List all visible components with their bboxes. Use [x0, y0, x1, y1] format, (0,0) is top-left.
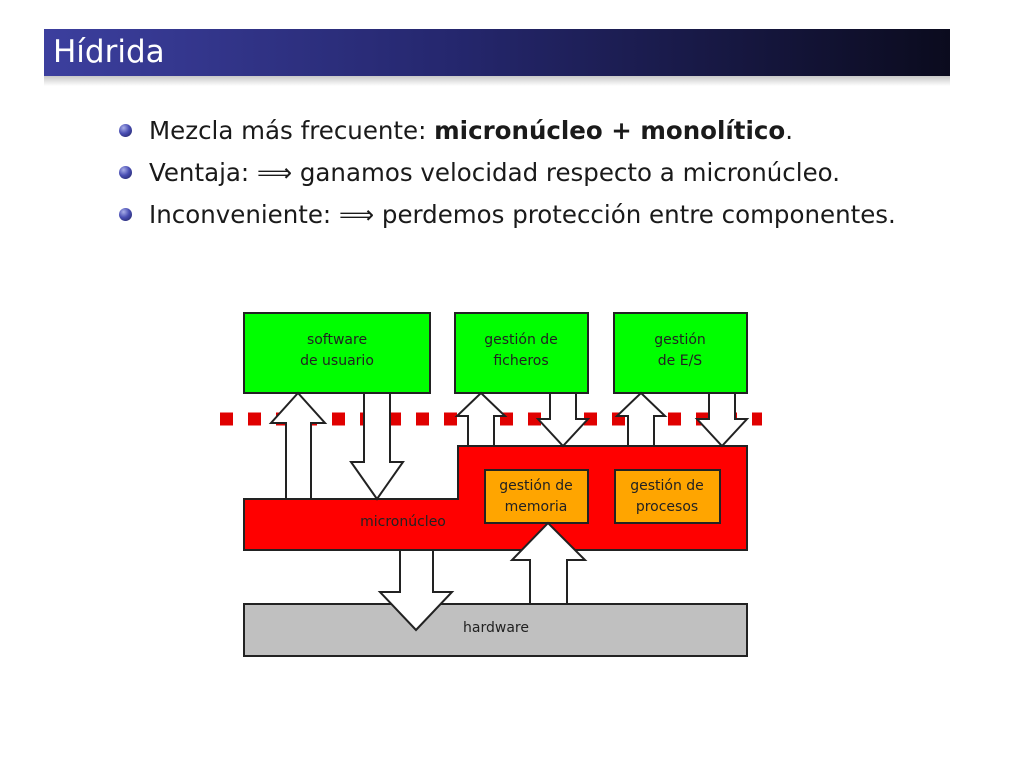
- gestion-memoria-label-2: memoria: [505, 499, 568, 515]
- gestion-ficheros-box: [454, 312, 589, 394]
- arrow-down-icon: [349, 392, 405, 501]
- bullet-list: Mezcla más frecuente: micronúcleo + mono…: [119, 110, 896, 236]
- bullet-text: Inconveniente:: [149, 200, 339, 229]
- arrow-up-icon: [614, 391, 668, 447]
- software-usuario-box: [243, 312, 431, 394]
- gestion-es-label-1: gestión: [654, 332, 706, 348]
- gestion-memoria-box: [484, 469, 589, 524]
- arrows-group: [268, 391, 750, 632]
- arrow-up-icon: [268, 391, 328, 500]
- bullet-item-inconveniente: Inconveniente: ⟹ perdemos protección ent…: [119, 194, 896, 236]
- bullet-text: perdemos protección entre componentes.: [374, 200, 896, 229]
- bullet-dot-icon: [119, 166, 132, 179]
- bullet-bold-text: micronúcleo + monolítico: [434, 116, 786, 145]
- gestion-procesos-box: [614, 469, 721, 524]
- bullet-text: .: [785, 116, 794, 145]
- bullet-text: ganamos velocidad respecto a micronúcleo…: [292, 158, 841, 187]
- software-usuario-label-2: de usuario: [300, 353, 374, 369]
- bullet-dot-icon: [119, 124, 132, 137]
- implies-arrow-icon: ⟹: [256, 158, 293, 187]
- title-shadow: [44, 76, 950, 86]
- software-usuario-label-1: software: [307, 332, 367, 348]
- arrow-up-icon: [509, 521, 588, 605]
- gestion-memoria-label-1: gestión de: [499, 478, 573, 494]
- title-bar: Hídrida: [44, 29, 950, 76]
- bullet-text: Mezcla más frecuente:: [149, 116, 435, 145]
- gestion-procesos-label-1: gestión de: [630, 478, 704, 494]
- arrow-down-icon: [694, 392, 750, 448]
- bullet-dot-icon: [119, 208, 132, 221]
- gestion-procesos-label-2: procesos: [636, 499, 698, 515]
- bullet-item-ventaja: Ventaja: ⟹ ganamos velocidad respecto a …: [119, 152, 896, 194]
- implies-arrow-icon: ⟹: [338, 200, 375, 229]
- hardware-box: [243, 603, 748, 657]
- gestion-es-label-2: de E/S: [658, 353, 703, 369]
- slide-title: Hídrida: [53, 34, 165, 70]
- hardware-label: hardware: [463, 620, 529, 636]
- bullet-text: Ventaja:: [149, 158, 257, 187]
- bullet-item-mezcla: Mezcla más frecuente: micronúcleo + mono…: [119, 110, 896, 152]
- micronucleo-label: micronúcleo: [360, 514, 446, 530]
- gestion-es-box: [613, 312, 748, 394]
- arrow-down-icon: [535, 392, 591, 448]
- gestion-ficheros-label-1: gestión de: [484, 332, 558, 348]
- arrow-up-icon: [454, 391, 508, 447]
- arrow-down-icon: [377, 549, 455, 632]
- gestion-ficheros-label-2: ficheros: [493, 353, 548, 369]
